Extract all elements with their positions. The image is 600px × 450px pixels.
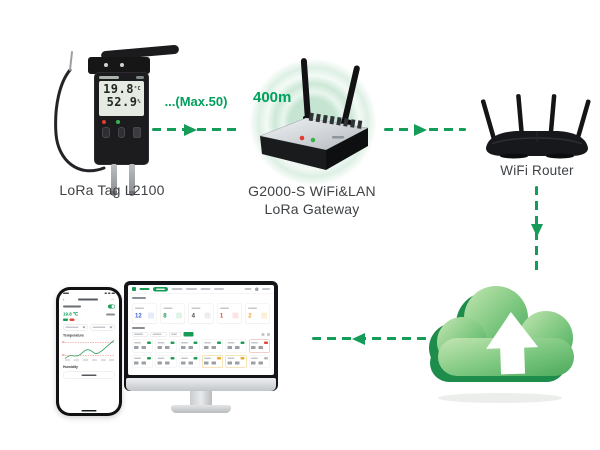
stat-card: 12 — [132, 303, 157, 324]
phone-screen: ‹ ⋯ 19.8 ℃ Tem — [59, 290, 119, 413]
range-label: 400m — [253, 89, 292, 106]
tag-button — [102, 127, 110, 138]
link-arrow-down — [530, 186, 543, 272]
humidity-section-label: Humidity — [63, 365, 78, 370]
phone-nav-bar: ‹ ⋯ — [59, 295, 119, 303]
reading-row: 19.8 ℃ — [59, 310, 119, 319]
home-indicator — [81, 410, 97, 412]
device-card — [178, 339, 200, 353]
device-card — [132, 355, 153, 368]
tag-status-leds — [95, 117, 148, 125]
monitor-stand-base — [171, 405, 231, 413]
max-tags-label: ...(Max.50) — [164, 94, 228, 109]
lora-gateway-device — [259, 58, 369, 170]
stat-card: 2 — [245, 303, 270, 324]
tag-probe-right — [129, 164, 135, 196]
user-avatar — [255, 287, 259, 291]
arrowhead-right-icon — [184, 123, 197, 136]
phone-status-bar — [59, 290, 119, 295]
export-button — [63, 371, 115, 379]
stat-icon — [176, 312, 183, 319]
device-card — [225, 339, 247, 353]
cloud-upload — [429, 286, 574, 403]
humidity-reading: 52.9% — [106, 95, 141, 109]
device-card-grid — [128, 339, 274, 370]
link-arrow-1 — [152, 123, 238, 136]
stat-icon — [232, 312, 239, 319]
nav-item-active — [153, 286, 168, 292]
tag-button — [117, 127, 126, 138]
arrowhead-right-icon — [414, 123, 427, 136]
stat-icon — [260, 312, 267, 319]
tag-label: LoRa Tag L2100 — [59, 182, 165, 198]
select-pill — [63, 324, 88, 331]
temperature-chart — [62, 340, 115, 361]
more-icon: ⋯ — [111, 298, 115, 302]
monitor-chin — [126, 378, 276, 391]
brand-logo-icon — [132, 287, 136, 291]
arrowhead-down-icon — [530, 224, 543, 237]
wifi-router-device — [480, 94, 591, 159]
device-card — [202, 339, 224, 353]
router-label: WiFi Router — [500, 163, 574, 178]
device-card — [132, 339, 153, 353]
gateway-label: G2000-S WiFi&LAN LoRa Gateway — [248, 183, 376, 217]
tag-probe-left — [111, 164, 117, 196]
link-arrow-2 — [384, 123, 466, 136]
device-toggle — [108, 304, 115, 309]
dashboard-screen: 12 8 4 1 2 — [128, 285, 274, 375]
device-row — [59, 303, 119, 310]
tag-buttons — [95, 125, 148, 140]
monitor-stand-neck — [190, 391, 212, 406]
tag-probe-cable — [54, 51, 106, 173]
dashboard-filter-row — [128, 330, 274, 339]
select-pill — [90, 324, 115, 331]
temperature-reading: 19.8°C — [103, 82, 141, 96]
device-card — [202, 355, 224, 368]
arrowhead-left-icon — [352, 332, 365, 345]
desktop-monitor: 12 8 4 1 2 — [124, 281, 278, 391]
link-arrow-3 — [312, 332, 428, 345]
device-card — [155, 355, 177, 368]
chevron-down-icon — [82, 326, 86, 329]
alarm-led — [102, 120, 106, 124]
tag-side-port — [133, 127, 142, 138]
dashboard-stats-row: 12 8 4 1 2 — [128, 300, 274, 326]
phone-temperature-value: 19.8 ℃ — [63, 311, 79, 317]
search-button — [183, 332, 194, 337]
device-card — [155, 339, 177, 353]
stat-icon — [204, 312, 211, 319]
tag-lcd-display: 19.8°C 52.9% — [99, 81, 144, 116]
stat-card: 8 — [160, 303, 186, 324]
chevron-down-icon — [109, 326, 113, 329]
ok-led — [116, 120, 120, 124]
smartphone: ‹ ⋯ 19.8 ℃ Tem — [56, 287, 122, 416]
tag-body: 19.8°C 52.9% — [94, 72, 149, 165]
temperature-section-label: Temperature — [63, 334, 84, 338]
back-icon: ‹ — [63, 297, 65, 302]
device-card — [249, 339, 270, 353]
device-card — [225, 355, 247, 368]
upload-arrow-icon — [486, 312, 539, 375]
range-selects — [59, 323, 119, 333]
tag-brand-strip — [95, 73, 148, 80]
lora-tag-device: 19.8°C 52.9% — [0, 0, 220, 220]
tag-mount-bracket — [88, 57, 150, 74]
device-card — [178, 355, 200, 368]
dashboard-navbar — [128, 285, 274, 294]
stat-icon — [147, 312, 154, 319]
stat-card: 4 — [188, 303, 214, 324]
stat-card: 1 — [216, 303, 242, 324]
device-card — [249, 355, 270, 368]
